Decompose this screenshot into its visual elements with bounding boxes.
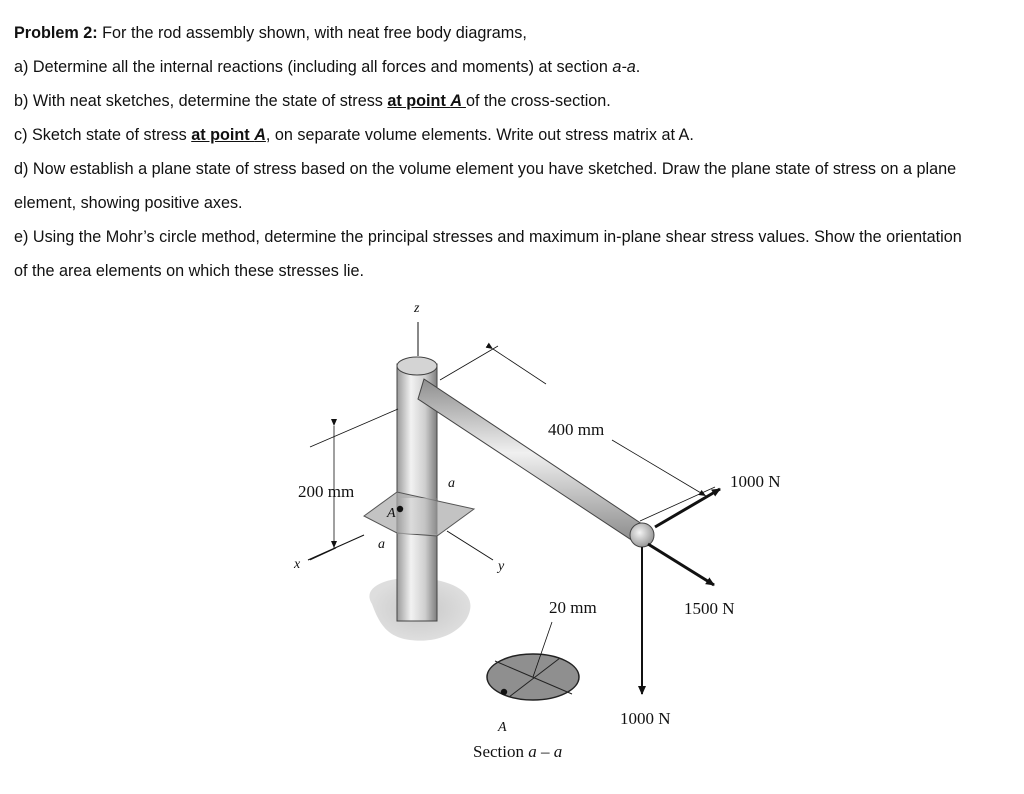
section-caption-var: a – a [528,742,562,761]
z-axis-label: z [413,301,420,316]
force-1000-lower-label: 1000 N [620,709,671,728]
question-c-text: c) Sketch state of stress [14,126,192,144]
question-a-text: a) Determine all the internal reactions … [14,58,613,76]
x-axis-label: x [293,557,301,572]
dim-200-extension-bottom [309,547,337,561]
vertical-post-top-cap [396,356,438,376]
point-A-label: A [386,506,396,521]
question-d-line-2: element, showing positive axes. [14,194,243,212]
arm-end-cap [629,522,655,548]
section-a-label-top: a [448,476,455,491]
question-a-section: a-a [612,58,636,76]
question-b-point-word: at point [387,92,451,110]
force-1000-upper-arrow [654,487,721,529]
question-a: a) Determine all the internal reactions … [14,57,1018,77]
dim-200-extension-top [309,408,399,448]
x-axis-line [307,534,365,561]
dim-400-line-upper [485,342,547,385]
question-d-line-1: d) Now establish a plane state of stress… [14,160,957,178]
question-c-point-word: at point [191,126,255,144]
force-1000-upper-label: 1000 N [730,472,781,491]
section-point-A-marker [500,688,508,696]
y-axis-line [446,530,494,561]
question-c-point: at point A [191,126,266,144]
force-1500-arrow [647,542,715,587]
section-a-label-bottom: a [378,537,385,552]
force-1500-label: 1500 N [684,599,735,618]
question-b-text: b) With neat sketches, determine the sta… [14,92,388,110]
section-diagonal-2 [508,657,561,698]
question-b-point: at point A [387,92,466,110]
dim-400-extension-right [639,486,716,522]
section-caption-prefix: Section [473,742,528,761]
section-radius-line [532,621,553,678]
y-axis-label: y [496,559,505,574]
question-c-end: , on separate volume elements. Write out… [265,126,694,144]
question-b-end: of the cross-section. [465,92,611,110]
dim-200-label: 200 mm [298,482,354,501]
section-diagonal-1 [494,660,573,695]
point-A-marker [396,505,404,513]
dim-400-label: 400 mm [548,420,604,439]
question-c-point-letter: A [254,126,266,144]
question-a-end: . [635,58,641,76]
section-point-A-label: A [497,720,507,735]
problem-intro: For the rod assembly shown, with neat fr… [97,24,527,42]
question-b: b) With neat sketches, determine the sta… [14,91,1018,111]
question-b-point-letter: A [450,92,466,110]
question-e-line-1: e) Using the Mohr’s circle method, deter… [14,228,962,246]
question-e-line-2: of the area elements on which these stre… [14,262,365,280]
problem-heading: Problem 2: [14,24,98,42]
problem-statement-title: Problem 2: For the rod assembly shown, w… [14,23,1018,43]
dim-20-label: 20 mm [549,598,597,617]
section-caption: Section a – a [473,742,562,761]
dim-400-extension-left [439,345,499,381]
question-c: c) Sketch state of stress at point A, on… [14,125,1018,145]
dim-400-line-lower [611,439,707,497]
post-through-plane [397,498,437,534]
